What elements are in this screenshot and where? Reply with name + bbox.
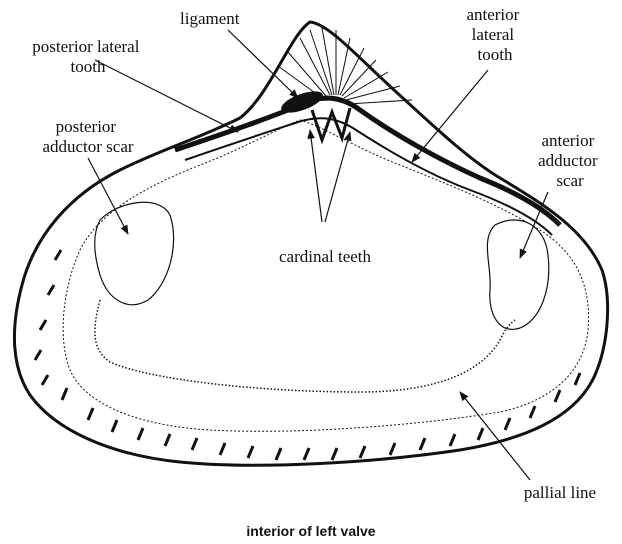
marginal-crenulations [35, 250, 580, 460]
leader-cardinal-teeth-2 [325, 132, 350, 222]
label-ligament: ligament [180, 9, 240, 28]
shell-inner-margin [63, 120, 588, 431]
pallial-line [95, 300, 515, 392]
hinge-plate [175, 98, 560, 225]
label-pallial-line: pallial line [524, 483, 596, 502]
cardinal-teeth [312, 108, 350, 140]
shell-outline [14, 22, 607, 465]
posterior-adductor-scar [95, 202, 174, 304]
umbo-striations [278, 28, 412, 104]
label-posterior-lateral-tooth: posterior lateral tooth [32, 37, 143, 76]
leader-ligament [228, 30, 298, 98]
label-anterior-lateral-tooth: anterior lateral tooth [466, 5, 523, 64]
label-posterior-adductor-scar: posterior adductor scar [42, 117, 133, 156]
leader-cardinal-teeth-1 [310, 130, 322, 222]
label-cardinal-teeth: cardinal teeth [279, 247, 372, 266]
label-anterior-adductor-scar: anterior adductor scar [538, 131, 602, 190]
figure-caption: interior of left valve [246, 523, 375, 539]
anterior-adductor-scar [487, 220, 548, 329]
